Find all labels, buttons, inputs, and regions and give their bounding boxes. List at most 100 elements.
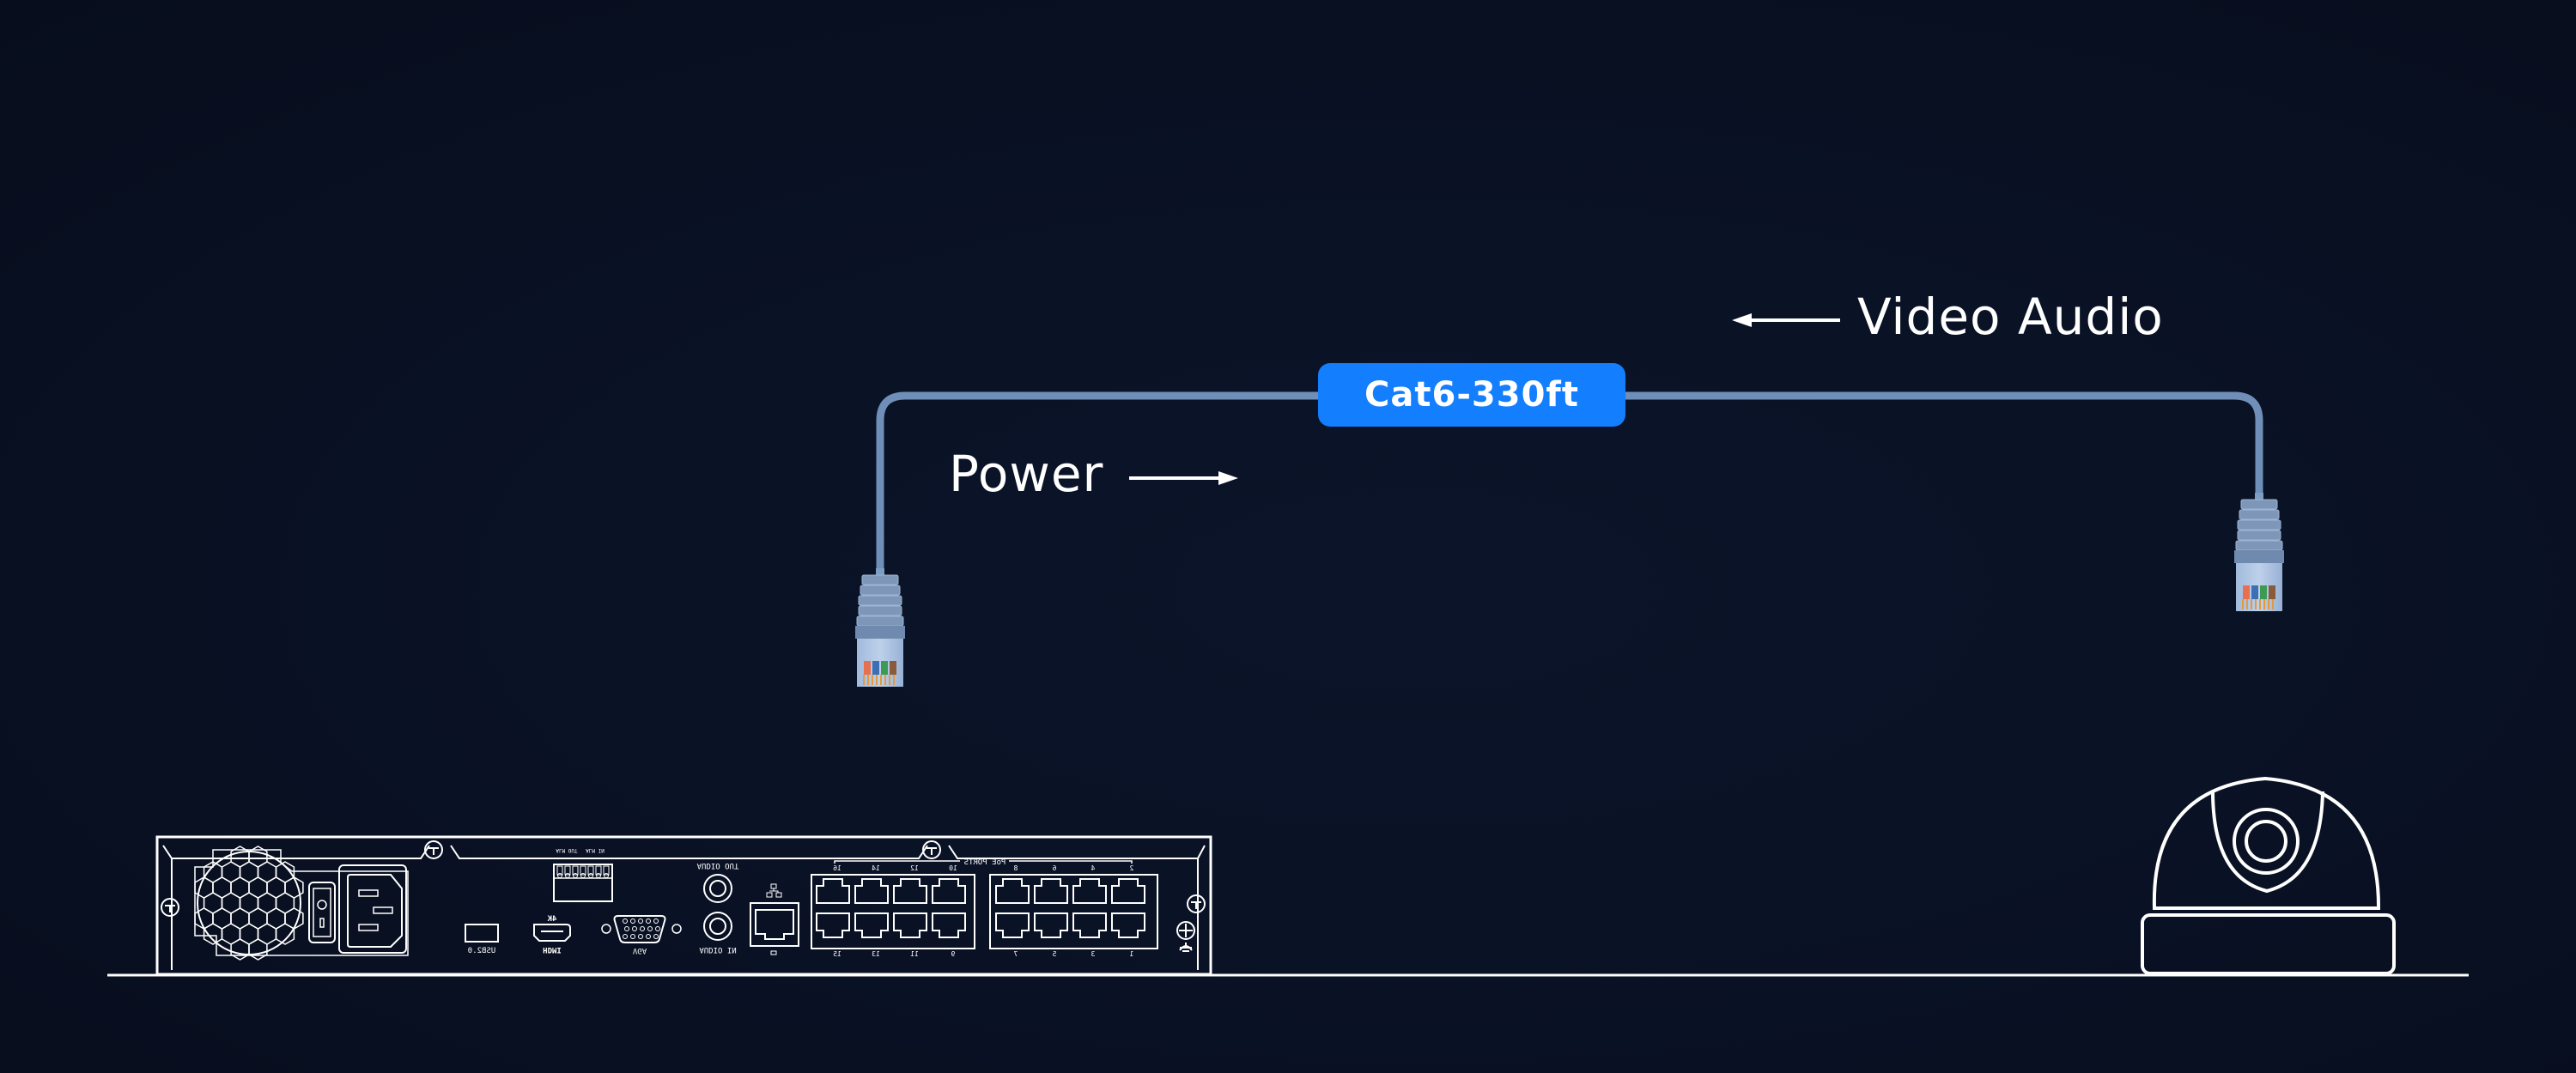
- fan-hole: [230, 938, 250, 961]
- poe-port: [932, 878, 966, 904]
- nvr-label-hdmi: HDMI: [543, 945, 562, 954]
- poe-port-number: 1: [1129, 950, 1133, 958]
- alarm-slot: [587, 865, 594, 876]
- nvr-label-poe-ports: PoE PORTS: [964, 858, 1006, 867]
- poe-port-number: 8: [1013, 864, 1018, 872]
- poe-port: [1111, 912, 1145, 938]
- power-label: Power: [949, 445, 1104, 503]
- dome-camera: [2141, 776, 2396, 975]
- poe-port-number: 4: [1091, 864, 1095, 872]
- nvr-label-usb: USB2.0: [468, 947, 496, 955]
- vga-pin: [624, 926, 629, 931]
- alarm-slot: [572, 865, 579, 876]
- poe-port: [1111, 878, 1145, 904]
- pin-contact: [2251, 599, 2252, 609]
- pin-contact: [867, 675, 869, 685]
- poe-port-number: 12: [910, 864, 919, 872]
- poe-port-number: 5: [1052, 950, 1056, 958]
- poe-port: [1072, 878, 1107, 904]
- poe-port-number: 6: [1052, 864, 1056, 872]
- nvr-label-alarm-in: ALM IN: [586, 847, 605, 853]
- alarm-screw: [604, 873, 609, 878]
- pin-wire: [881, 661, 888, 675]
- vga-pin: [623, 918, 628, 924]
- poe-port-number: 13: [872, 950, 880, 958]
- rj45-connector-camera-side: [2234, 493, 2284, 611]
- pin-contact: [872, 675, 873, 685]
- vga-pin: [646, 918, 651, 924]
- nvr-recorder: [155, 835, 1212, 976]
- vga-pin: [630, 934, 635, 939]
- alarm-slot: [580, 865, 586, 876]
- pin-contact: [2242, 599, 2244, 609]
- nvr-label-audio-out: AUDIO OUT: [697, 861, 739, 870]
- poe-port: [1034, 878, 1068, 904]
- pin-contact: [2259, 599, 2261, 609]
- vga-pin: [646, 934, 651, 939]
- pin-wire: [890, 661, 896, 675]
- alarm-screw: [588, 873, 593, 878]
- vga-pin: [647, 926, 653, 931]
- nvr-label-alarm-out: ALM OUT: [556, 847, 578, 853]
- pin-contact: [876, 675, 878, 685]
- vga-pin: [640, 926, 645, 931]
- alarm-screw: [580, 873, 586, 878]
- pin-contact: [889, 675, 890, 685]
- alarm-screw: [557, 873, 562, 878]
- poe-port: [1034, 912, 1068, 938]
- alarm-screw: [565, 873, 570, 878]
- fan-hole: [275, 923, 295, 945]
- fan-hole: [248, 938, 268, 961]
- poe-port-number: 11: [910, 950, 919, 958]
- alarm-slot: [595, 865, 602, 876]
- arrow-left-icon: [1732, 313, 1840, 327]
- alarm-slot: [564, 865, 571, 876]
- pin-wire: [2260, 585, 2267, 599]
- nvr-labels: USB2.0 4K HDMI VGA AUDIO OUT AUDIO IN AL…: [468, 847, 1134, 958]
- poe-port-number: 3: [1091, 950, 1095, 958]
- poe-port: [854, 912, 889, 938]
- vga-pin: [623, 934, 628, 939]
- arrow-right-icon: [1129, 471, 1238, 485]
- poe-port: [932, 912, 966, 938]
- vga-pin: [653, 934, 659, 939]
- pin-contact: [2255, 599, 2257, 609]
- poe-port: [995, 912, 1030, 938]
- pin-contact: [884, 675, 886, 685]
- alarm-slot: [603, 865, 610, 876]
- poe-port: [816, 878, 850, 904]
- vga-pin: [638, 918, 643, 924]
- pin-contact: [893, 675, 895, 685]
- pin-contact: [880, 675, 882, 685]
- poe-port: [816, 912, 850, 938]
- vga-pin: [630, 918, 635, 924]
- fan-hole: [203, 923, 223, 945]
- alarm-screw: [573, 873, 578, 878]
- poe-port: [893, 912, 927, 938]
- pin-contact: [2263, 599, 2265, 609]
- pin-wire: [2243, 585, 2250, 599]
- poe-port-number: 9: [951, 950, 955, 958]
- poe-port-number: 15: [833, 950, 841, 958]
- pin-contact: [863, 675, 865, 685]
- nvr-label-4k: 4K: [547, 915, 556, 924]
- poe-port: [995, 878, 1030, 904]
- poe-port: [1072, 912, 1107, 938]
- poe-port: [893, 878, 927, 904]
- poe-port: [854, 878, 889, 904]
- cable-type-badge: Cat6-330ft: [1318, 363, 1625, 427]
- pin-contact: [2272, 599, 2274, 609]
- pin-contact: [2246, 599, 2248, 609]
- rj45-connector-nvr-side: [855, 568, 905, 687]
- vga-pin: [632, 926, 637, 931]
- alarm-screw: [596, 873, 601, 878]
- poe-port-number: 10: [949, 864, 957, 872]
- alarm-slot: [556, 865, 563, 876]
- video-audio-label: Video Audio: [1857, 288, 2164, 346]
- pin-contact: [2268, 599, 2269, 609]
- poe-port-number: 16: [833, 864, 841, 872]
- poe-port-number: 2: [1129, 864, 1133, 872]
- nvr-label-audio-in: AUDIO IN: [699, 945, 736, 954]
